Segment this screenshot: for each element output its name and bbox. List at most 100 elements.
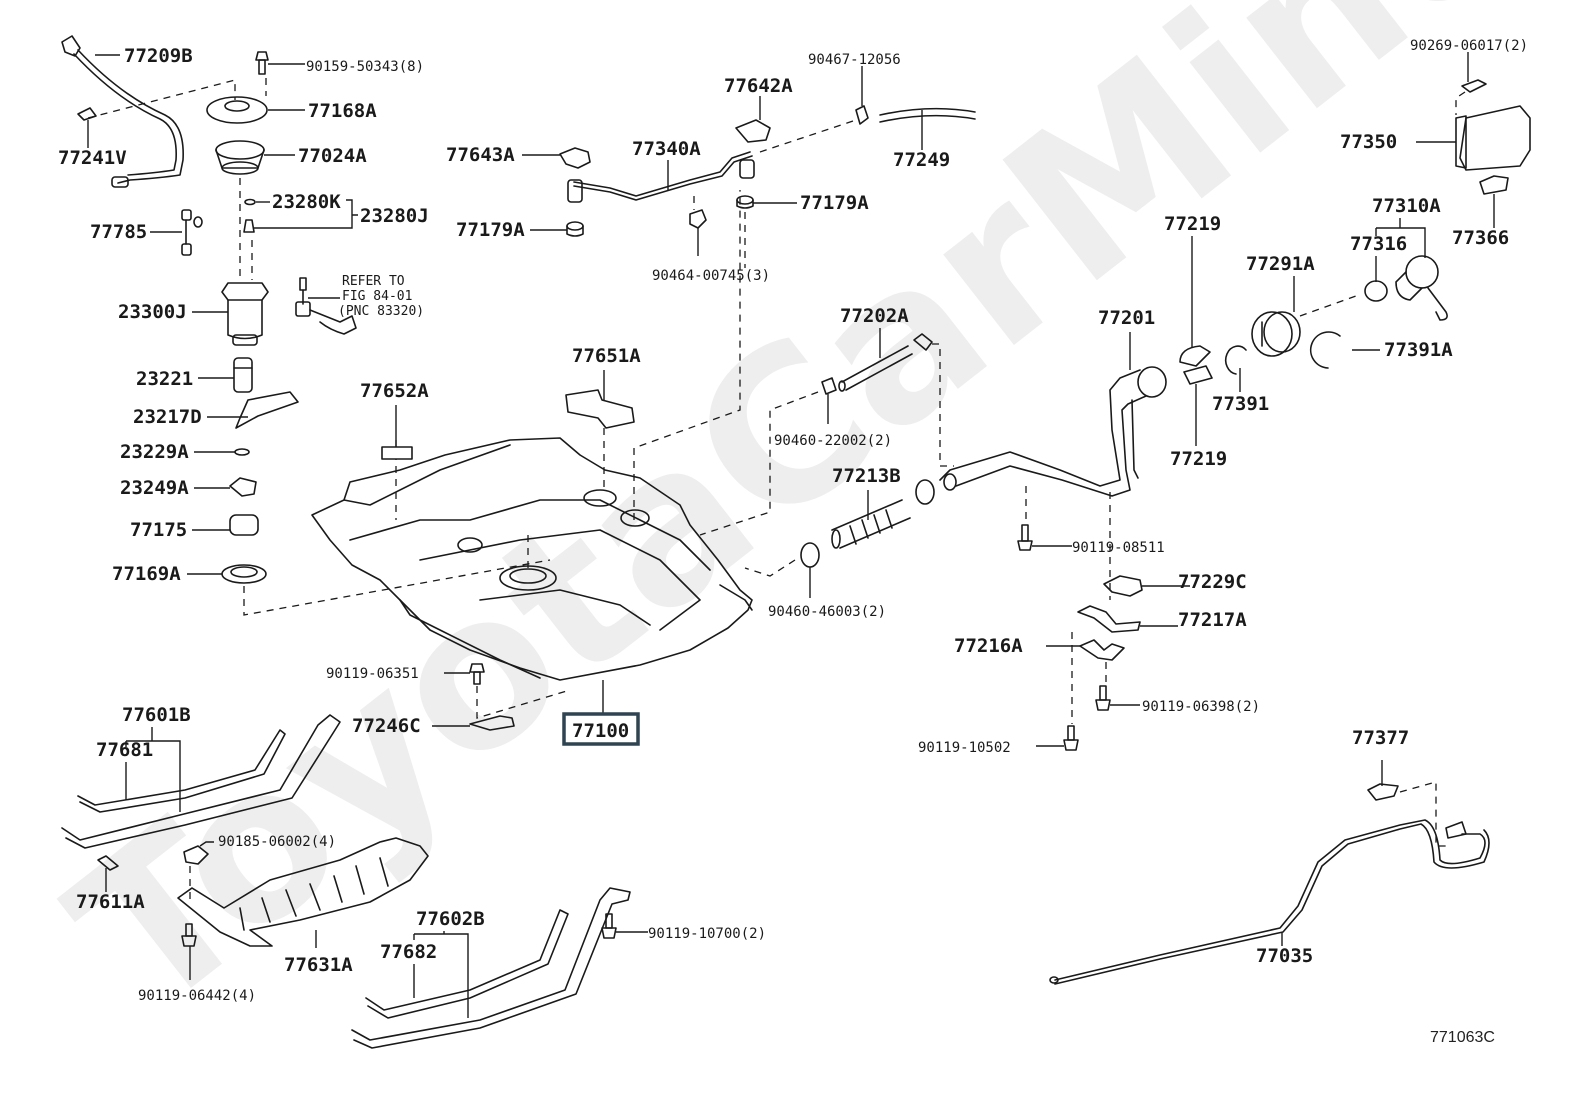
label-77219-bottom[interactable]: 77219 bbox=[1170, 448, 1227, 470]
label-77179A-left[interactable]: 77179A bbox=[456, 219, 525, 241]
label-23229A[interactable]: 23229A bbox=[120, 441, 189, 463]
label-77209B[interactable]: 77209B bbox=[124, 45, 193, 67]
part-90119-06351-bolt[interactable] bbox=[469, 663, 485, 685]
label-77169A[interactable]: 77169A bbox=[112, 563, 181, 585]
label-77785[interactable]: 77785 bbox=[90, 221, 147, 243]
part-77024A-pump-bracket[interactable] bbox=[215, 140, 265, 175]
part-77291A-filler-neck[interactable] bbox=[1251, 311, 1301, 357]
part-77201-filler-pipe[interactable] bbox=[939, 366, 1167, 497]
label-77601B[interactable]: 77601B bbox=[122, 704, 191, 726]
label-90460-46003[interactable]: 90460-46003(2) bbox=[768, 604, 886, 620]
part-77366-latch[interactable] bbox=[1479, 175, 1509, 195]
highlight-box-77100[interactable] bbox=[562, 712, 640, 746]
label-90119-10502[interactable]: 90119-10502 bbox=[918, 740, 1011, 756]
part-77642A-clamp[interactable] bbox=[735, 119, 771, 143]
label-90119-06442[interactable]: 90119-06442(4) bbox=[138, 988, 256, 1004]
part-77169A-gasket[interactable] bbox=[221, 564, 267, 584]
label-77217A[interactable]: 77217A bbox=[1178, 609, 1247, 631]
label-77631A[interactable]: 77631A bbox=[284, 954, 353, 976]
part-clamp-upper[interactable] bbox=[915, 479, 935, 505]
part-77652A-cushion[interactable] bbox=[381, 446, 413, 460]
part-77391-snap-ring[interactable] bbox=[1224, 345, 1247, 375]
part-77216A-bracket[interactable] bbox=[1079, 639, 1125, 661]
part-77179A-grommet-right[interactable] bbox=[736, 195, 754, 209]
part-77179A-grommet-left[interactable] bbox=[566, 221, 584, 237]
label-77024A[interactable]: 77024A bbox=[298, 145, 367, 167]
label-23217D[interactable]: 23217D bbox=[133, 406, 202, 428]
label-90464-00745[interactable]: 90464-00745(3) bbox=[652, 268, 770, 284]
part-23300J-fuel-pump-filter[interactable] bbox=[221, 282, 269, 346]
label-77310A[interactable]: 77310A bbox=[1372, 195, 1441, 217]
part-90467-12056-clip[interactable] bbox=[855, 105, 869, 125]
part-77229C-clamp[interactable] bbox=[1103, 575, 1143, 597]
label-77652A[interactable]: 77652A bbox=[360, 380, 429, 402]
label-77175[interactable]: 77175 bbox=[130, 519, 187, 541]
label-77219-top[interactable]: 77219 bbox=[1164, 213, 1221, 235]
part-77213B-bellows-hose[interactable] bbox=[831, 499, 911, 549]
label-23280K[interactable]: 23280K bbox=[272, 191, 341, 213]
label-90159-50343[interactable]: 90159-50343(8) bbox=[306, 59, 424, 75]
label-77377[interactable]: 77377 bbox=[1352, 727, 1409, 749]
part-77219-protector[interactable] bbox=[1179, 345, 1213, 385]
part-clip-upper[interactable] bbox=[913, 333, 933, 351]
part-77202A-hose[interactable] bbox=[838, 345, 913, 392]
part-90464-00745-clamp[interactable] bbox=[689, 209, 707, 229]
label-77611A[interactable]: 77611A bbox=[76, 891, 145, 913]
part-23280J-valve[interactable] bbox=[243, 219, 255, 233]
label-23280J[interactable]: 23280J bbox=[360, 205, 429, 227]
part-77602B-77682-band-right[interactable] bbox=[351, 887, 631, 1049]
label-77229C[interactable]: 77229C bbox=[1178, 571, 1247, 593]
part-77217A-bracket[interactable] bbox=[1077, 605, 1141, 633]
part-90460-22002-clip[interactable] bbox=[821, 377, 837, 395]
label-90119-08511[interactable]: 90119-08511 bbox=[1072, 540, 1165, 556]
part-77651A-cushion[interactable] bbox=[565, 389, 635, 429]
label-77340A[interactable]: 77340A bbox=[632, 138, 701, 160]
part-77209B-gauge-wire[interactable] bbox=[61, 35, 184, 188]
label-90119-06351[interactable]: 90119-06351 bbox=[326, 666, 419, 682]
label-77216A[interactable]: 77216A bbox=[954, 635, 1023, 657]
part-77175-cushion[interactable] bbox=[229, 514, 259, 536]
label-77213B[interactable]: 77213B bbox=[832, 465, 901, 487]
part-90185-06002-nut[interactable] bbox=[183, 845, 209, 865]
part-90159-50343-screw[interactable] bbox=[255, 51, 269, 75]
label-77643A[interactable]: 77643A bbox=[446, 144, 515, 166]
part-77035-fuel-lid-opener-cable[interactable] bbox=[1049, 819, 1490, 985]
part-90119-06442-bolt[interactable] bbox=[181, 923, 197, 947]
label-77202A[interactable]: 77202A bbox=[840, 305, 909, 327]
part-77631A-protector[interactable] bbox=[177, 837, 429, 947]
part-77310A-fuel-cap[interactable] bbox=[1395, 255, 1448, 321]
label-77035[interactable]: 77035 bbox=[1256, 945, 1313, 967]
part-23229A-washer[interactable] bbox=[234, 448, 250, 456]
part-77611A-cushion[interactable] bbox=[97, 855, 119, 871]
label-90185-06002[interactable]: 90185-06002(4) bbox=[218, 834, 336, 850]
label-23249A[interactable]: 23249A bbox=[120, 477, 189, 499]
part-fig-84-01-connector[interactable] bbox=[295, 277, 357, 335]
label-77642A[interactable]: 77642A bbox=[724, 75, 793, 97]
label-90269-06017[interactable]: 90269-06017(2) bbox=[1410, 38, 1528, 54]
label-77391[interactable]: 77391 bbox=[1212, 393, 1269, 415]
label-77350[interactable]: 77350 bbox=[1340, 131, 1397, 153]
part-77241V-clip[interactable] bbox=[77, 107, 97, 121]
part-77391A-snap-ring[interactable] bbox=[1309, 331, 1341, 369]
part-77246C-bracket[interactable] bbox=[469, 715, 515, 731]
part-77249-hose[interactable] bbox=[879, 107, 976, 123]
part-77377-clamp[interactable] bbox=[1367, 783, 1399, 801]
label-77168A[interactable]: 77168A bbox=[308, 100, 377, 122]
part-90119-10700-bolt[interactable] bbox=[601, 913, 617, 939]
label-90460-22002[interactable]: 90460-22002(2) bbox=[774, 433, 892, 449]
part-90269-06017-screw[interactable] bbox=[1461, 79, 1487, 93]
part-23249A-clip[interactable] bbox=[229, 477, 257, 497]
part-77340A-vent-tube[interactable] bbox=[567, 151, 755, 203]
label-77651A[interactable]: 77651A bbox=[572, 345, 641, 367]
label-77291A[interactable]: 77291A bbox=[1246, 253, 1315, 275]
label-90119-06398[interactable]: 90119-06398(2) bbox=[1142, 699, 1260, 715]
part-90119-06398-bolt[interactable] bbox=[1095, 685, 1111, 711]
part-23280K-oring[interactable] bbox=[244, 198, 256, 206]
part-77601B-77681-band-left[interactable] bbox=[61, 714, 341, 849]
part-23221-fuel-pump[interactable] bbox=[233, 357, 253, 393]
label-77366[interactable]: 77366 bbox=[1452, 227, 1509, 249]
label-77391A[interactable]: 77391A bbox=[1384, 339, 1453, 361]
part-77785-sender-gauge[interactable] bbox=[181, 209, 203, 256]
label-77100[interactable]: 77100 bbox=[572, 720, 629, 742]
label-77682[interactable]: 77682 bbox=[380, 941, 437, 963]
